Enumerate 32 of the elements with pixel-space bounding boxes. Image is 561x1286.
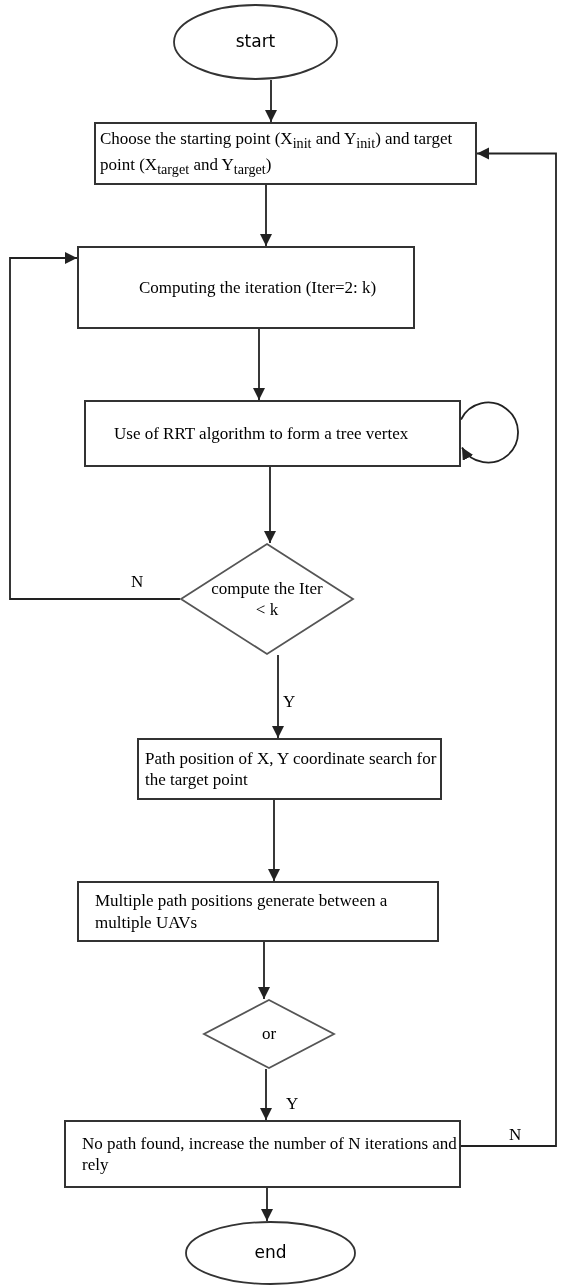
- arrow: [260, 184, 272, 247]
- process-box: [64, 1120, 461, 1188]
- node-text: end: [254, 1242, 287, 1264]
- arrow: [260, 1068, 272, 1121]
- decision-diamond: [180, 543, 354, 655]
- end-terminal: [185, 1221, 356, 1285]
- arrow: [253, 328, 265, 401]
- node-text: start: [235, 31, 276, 53]
- node-text: No path found, increase the number of N iterations and rely: [82, 1132, 458, 1176]
- node-text: Computing the iteration (Iter=2: k): [139, 276, 378, 299]
- arrow: [261, 1187, 273, 1222]
- node-text: Path position of X, Y coordinate search for the target point: [145, 747, 438, 791]
- process-box: [77, 246, 415, 329]
- arrow: [272, 654, 284, 739]
- arrow: [268, 799, 280, 882]
- arrow: [264, 466, 276, 544]
- node-text: Multiple path positions generate between a multiple UAVs: [95, 890, 389, 933]
- arrow: [265, 79, 277, 123]
- node-text: or: [261, 1023, 277, 1045]
- node-text: compute the Iter < k: [210, 577, 324, 621]
- process-box: [137, 738, 442, 800]
- start-terminal: [173, 4, 338, 80]
- process-box: [84, 400, 461, 467]
- node-text: Choose the starting point (X$_{init}$ and Y$_{init}$) and target point (X$_{target}$ and Y$_{target}$): [100, 128, 454, 179]
- arrow: [9, 252, 181, 600]
- loop-arrow: [460, 401, 519, 464]
- node-text: Use of RRT algorithm to form a tree vertex: [114, 422, 409, 445]
- process-box: [77, 881, 439, 942]
- arrow: [460, 147, 557, 1147]
- arrow: [258, 941, 270, 1000]
- process-box: [94, 122, 477, 185]
- decision-diamond: [203, 999, 335, 1069]
